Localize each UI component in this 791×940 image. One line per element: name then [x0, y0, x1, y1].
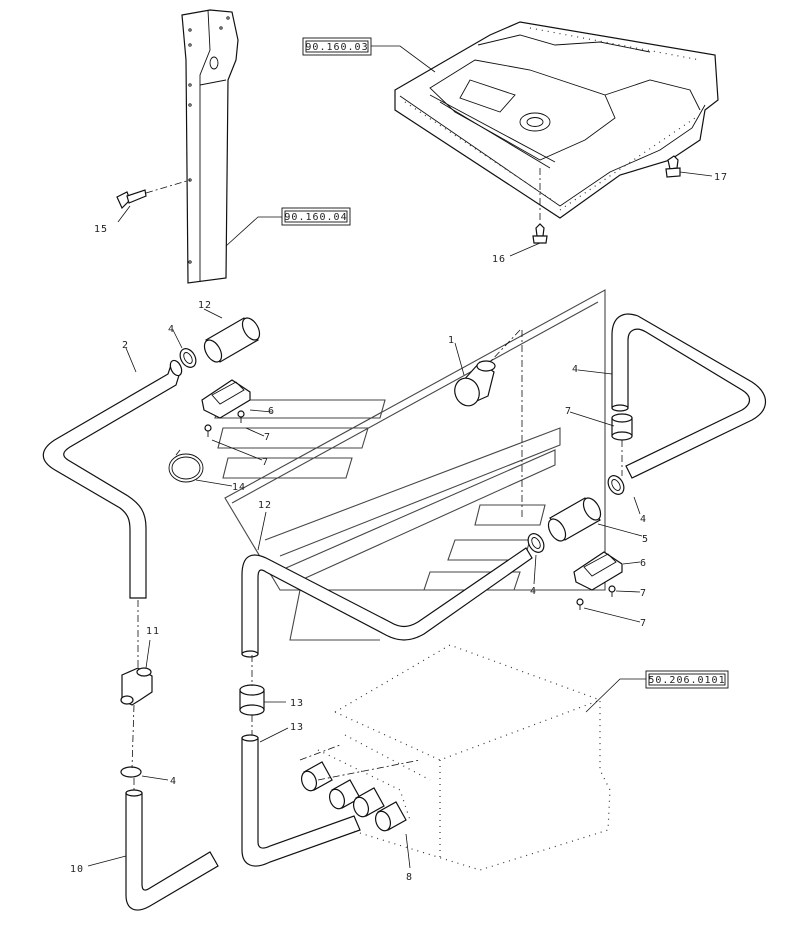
screw-15: [116, 179, 191, 210]
hvac-unit: [317, 644, 611, 871]
callout-7: 7: [565, 406, 572, 417]
callout-5: 5: [642, 534, 649, 545]
svg-text:90.160.03: 90.160.03: [305, 42, 368, 53]
hose-clamp-14: [168, 449, 204, 483]
reference-90-160-04: 90.160.04: [225, 207, 351, 247]
callout-11: 11: [146, 626, 160, 637]
clamp-4-center: [527, 533, 545, 553]
clamp-4-lower: [120, 766, 142, 778]
callout-4: 4: [168, 324, 175, 335]
screw-7-b: [204, 424, 212, 437]
bracket-6-left: [201, 379, 251, 419]
hose-10: [125, 789, 219, 911]
elbow-11: [120, 667, 153, 706]
screw-7-c: [608, 585, 616, 597]
callout-10: 10: [70, 864, 84, 875]
bracket-6-right: [573, 551, 623, 591]
callout-12: 12: [258, 500, 272, 511]
callout-7: 7: [262, 457, 269, 468]
vertical-bracket: [181, 9, 239, 284]
callout-4: 4: [640, 514, 647, 525]
coupling-12-lower: [239, 684, 265, 716]
hose-3: [611, 313, 767, 479]
clamp-4-left: [179, 348, 197, 368]
reference-50-206-0101: 50.206.0101: [585, 670, 729, 713]
callout-17: 17: [714, 172, 728, 183]
screw-17: [665, 155, 681, 178]
callout-4: 4: [170, 776, 177, 787]
hose-13-lower: [241, 734, 361, 867]
outlet-sleeves-8: [300, 761, 407, 832]
coupling-7-right: [611, 413, 633, 441]
callout-7: 7: [264, 432, 271, 443]
callout-7: 7: [640, 618, 647, 629]
callout-14: 14: [232, 482, 246, 493]
roof-cover-panel: [394, 21, 719, 219]
callout-12: 13: [290, 698, 304, 709]
callout-labels: 2 4 12 1 4 7 6 7 7 14 4 5 6 7 7 4 12 11 …: [70, 172, 728, 883]
callout-13: 12: [198, 300, 212, 311]
callout-1: 1: [448, 335, 455, 346]
screw-16: [532, 223, 548, 244]
vent-elbow-1: [454, 360, 496, 407]
reference-90-160-03: 90.160.03: [302, 37, 436, 73]
svg-text:90.160.04: 90.160.04: [284, 212, 347, 223]
callout-4: 4: [530, 586, 537, 597]
callout-4: 4: [572, 364, 579, 375]
svg-text:50.206.0101: 50.206.0101: [648, 675, 725, 686]
callout-6: 6: [640, 558, 647, 569]
callout-13: 13: [290, 722, 304, 733]
hose-12-center: [241, 547, 533, 658]
callout-16: 16: [492, 254, 506, 265]
clamp-4-right: [607, 475, 625, 495]
coupling-5: [547, 497, 602, 542]
callout-2: 2: [122, 340, 129, 351]
screw-7-a: [237, 410, 245, 423]
assembly-axes: [131, 168, 623, 790]
callout-leaders: [87, 171, 713, 869]
screw-7-d: [576, 598, 584, 610]
callout-6: 6: [268, 406, 275, 417]
watermark-logo: [214, 289, 606, 641]
callout-15: 15: [94, 224, 108, 235]
callout-8: 8: [406, 872, 413, 883]
hose-2: [42, 359, 183, 599]
coupling-13-top: [203, 317, 261, 363]
callout-7: 7: [640, 588, 647, 599]
